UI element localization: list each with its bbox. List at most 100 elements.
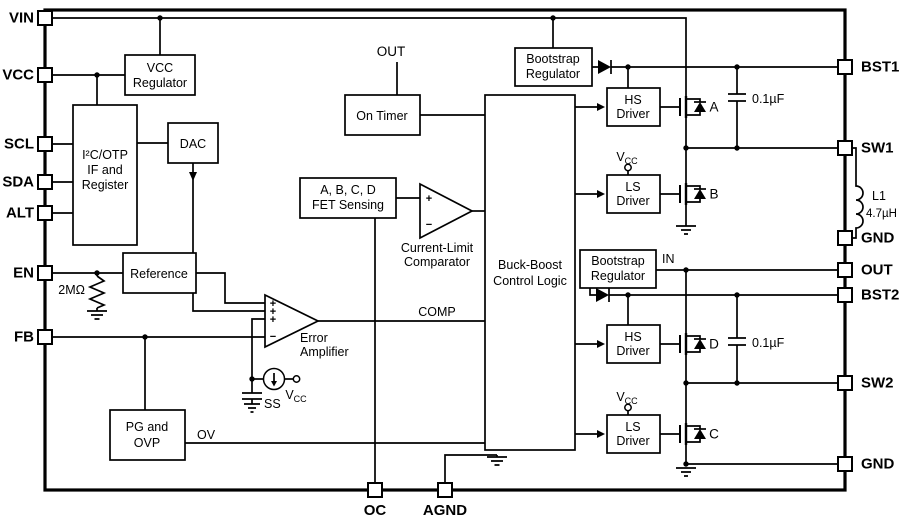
wire-vin-rail [52,17,687,96]
dac-arrow [189,172,197,181]
vcc-label-ls2: VCC [616,390,638,406]
cap-bst1-label: 0.1µF [752,92,785,106]
error-amp-plus2: + [270,306,276,318]
error-amplifier-symbol [264,293,320,349]
pin-vin [37,10,53,26]
ls1-label: LS [625,180,640,194]
hs2-label2: Driver [616,344,649,358]
pin-label-scl: SCL [4,136,34,153]
block-vcc-regulator [124,54,196,96]
error-amp-plus3: + [270,314,276,326]
pin-agnd [437,482,453,498]
wire-reference-out [196,272,265,304]
comparator-plus: + [426,193,432,205]
hs1-label: HS [624,93,641,107]
pin-gnd2 [837,456,853,472]
error-amp-minus: − [270,331,276,343]
pin-oc [367,482,383,498]
reference-label: Reference [130,267,188,281]
mosfet-c [658,421,708,447]
vcc-terminal-ls2 [624,403,632,412]
wire-ss-node [251,318,265,393]
pg-ovp-label: PG and [126,420,168,434]
block-bootstrap-regulator1 [514,47,593,87]
blocks [72,47,661,461]
fet-a-label: A [709,100,718,115]
arrow-hs2 [597,340,605,348]
block-hs-driver1 [606,87,661,127]
pin-label-bst1: BST1 [861,59,899,76]
capacitor-bst1 [728,67,746,148]
mosfet-d [658,331,708,357]
ss-label: SS [264,397,281,411]
vcc-label-ls1: VCC [616,150,638,166]
pin-label-en: EN [13,265,34,282]
vcc-sub: CC [294,394,307,404]
block-buck-boost-logic [484,94,576,451]
pin-label-sw2: SW2 [861,375,894,392]
inductor-l1 [852,147,864,239]
vcc-sub: CC [625,396,638,406]
comparator-minus: − [426,219,432,231]
pin-label-oc: OC [364,502,387,519]
arrow-ls1 [597,190,605,198]
pin-labels: VIN VCC SCL SDA ALT EN FB BST1 SW1 GND O… [2,10,899,520]
pin-label-out: OUT [861,262,893,279]
vcc-base: V [616,390,625,404]
pin-label-sda: SDA [2,174,34,191]
pin-gnd1 [837,230,853,246]
out-top-label: OUT [377,44,406,59]
wire-agnd-ground [444,454,507,483]
wire-gnd2-ground [676,463,838,477]
bootstrap1-label: Bootstrap [526,52,580,66]
error-amp-label: Error [300,331,328,345]
inductor-value-label: 4.7µH [866,208,897,220]
comp-label: COMP [418,305,456,319]
mosfet-b [658,181,708,207]
i2c-label2: IF and [87,163,122,177]
bootstrap2-diode [596,288,609,302]
pin-scl [37,136,53,152]
block-bootstrap-regulator2 [579,249,657,289]
pin-sw2 [837,375,853,391]
vcc-label-ss: VCC [285,388,307,404]
fet-c-label: C [709,427,719,442]
block-hs-driver2 [606,324,661,364]
fet-d-label: D [709,337,719,352]
error-amp-plus1: + [270,298,276,310]
block-pg-ovp [109,409,186,461]
bootstrap1-diode [598,60,611,74]
capacitor-ss [242,392,262,413]
inductor-ref-label: L1 [872,189,886,203]
block-reference [122,252,197,294]
bootstrap2-label: Bootstrap [591,254,645,268]
logic-label2: Control Logic [493,274,567,288]
current-source-arrow [271,381,277,387]
in-label: IN [662,252,675,266]
pin-label-alt: ALT [6,205,34,222]
wires [52,17,864,483]
pin-label-vcc: VCC [2,67,34,84]
pin-alt [37,205,53,221]
pins [37,10,853,498]
pin-label-gnd2: GND [861,456,895,473]
logic-label: Buck-Boost [498,258,562,272]
pin-label-vin: VIN [9,10,34,27]
pin-en [37,265,53,281]
pin-sw1 [837,140,853,156]
bootstrap1-label2: Regulator [526,67,580,81]
i2c-label: I²C/OTP [82,148,128,162]
i2c-label3: Register [82,178,129,192]
block-i2c-otp [72,104,138,246]
pin-bst1 [837,59,853,75]
pin-label-sw1: SW1 [861,140,894,157]
fet-b-label: B [709,187,718,202]
bootstrap2-label2: Regulator [591,269,645,283]
block-dac [167,122,219,164]
arrow-ls2 [597,430,605,438]
pin-sda [37,174,53,190]
dac-label: DAC [180,137,206,151]
pin-label-bst2: BST2 [861,287,899,304]
vcc-terminal-ss [292,375,301,383]
error-amp-label2: Amplifier [300,345,349,359]
